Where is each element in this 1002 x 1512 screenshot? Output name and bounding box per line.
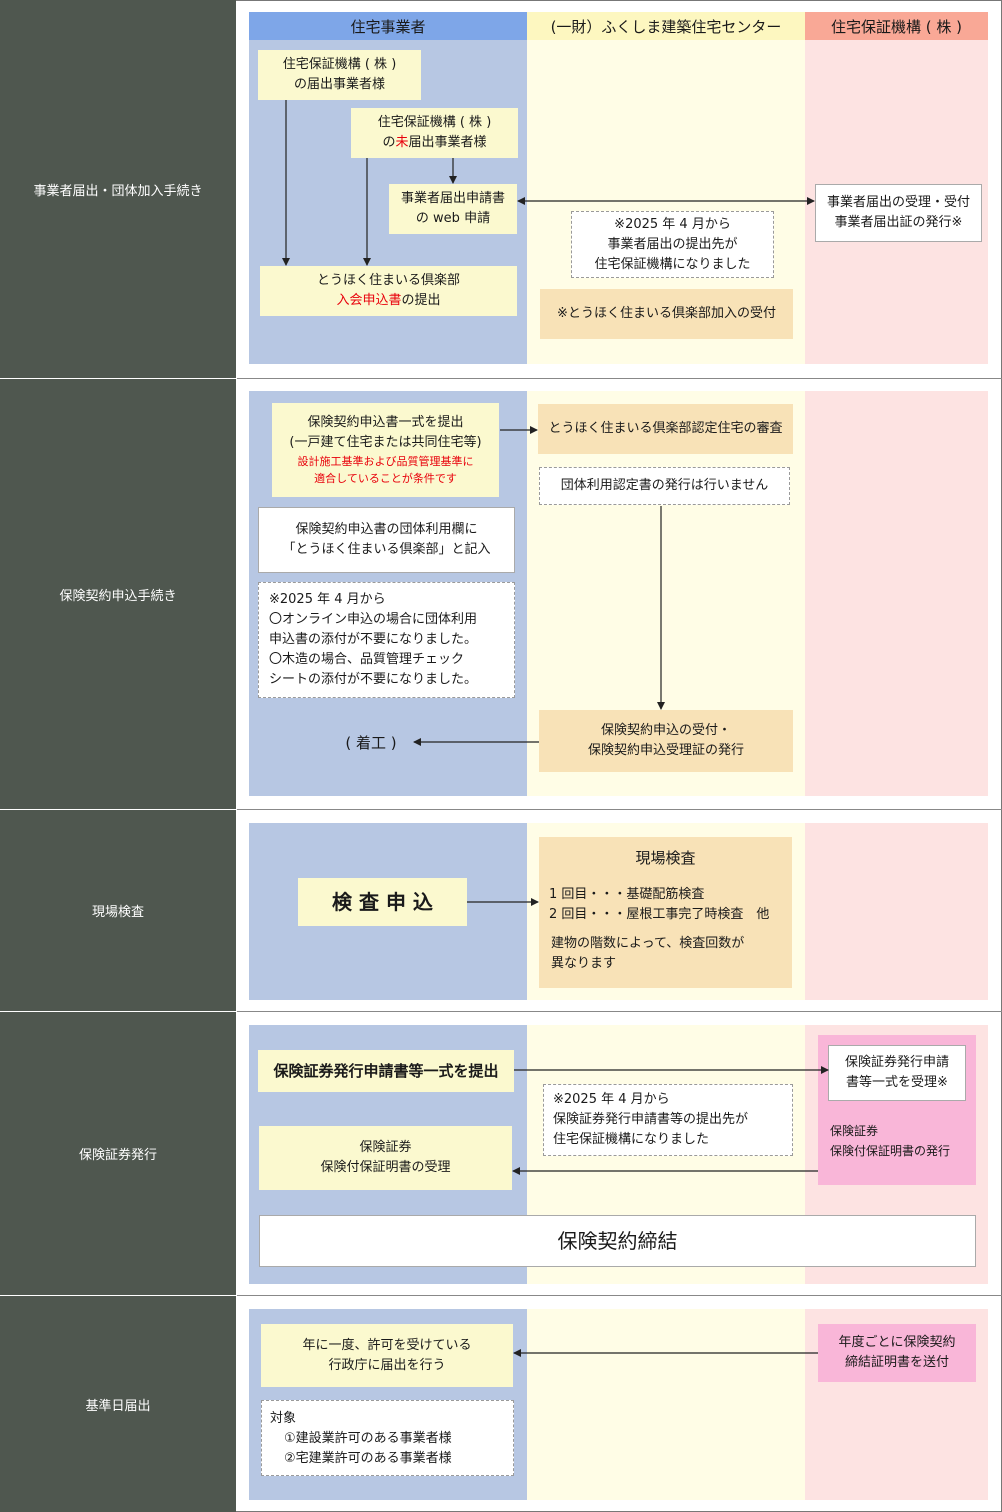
section-divider	[237, 1011, 1002, 1012]
group-use-box: 保険契約申込書の団体利用欄に「とうほく住まいる倶楽部」と記入	[258, 507, 515, 573]
sec4-note-box: ※2025 年 4 月から保険証券発行申請書等の提出先が住宅保証機構になりました	[543, 1084, 793, 1156]
header-center: (一財）ふくしま建築住宅センター	[527, 12, 805, 40]
policy-receive-box: 保険証券保険付保証明書の受理	[259, 1126, 512, 1190]
inspection-request-box: 検 査 申 込	[298, 878, 467, 926]
target-title: 対象	[270, 1411, 297, 1426]
section-divider	[237, 809, 1002, 810]
section-divider	[237, 378, 1002, 379]
contract-conclusion-box: 保険契約締結	[259, 1215, 976, 1267]
target-box: 対象 ①建設業許可のある事業者様 ②宅建業許可のある事業者様	[261, 1400, 514, 1476]
policy-request-accept-box: 保険証券発行申請書等一式を受理※	[828, 1045, 966, 1101]
site-inspection-title: 現場検査	[635, 849, 696, 867]
target-item-2: ②宅建業許可のある事業者様	[284, 1451, 452, 1466]
row-label-site-inspection: 現場検査	[0, 810, 236, 1011]
unregistered-builder-box: 住宅保証機構 ( 株 ) の未届出事業者様	[351, 108, 518, 158]
registration-acceptance-box: 事業者届出の受理・受付事業者届出証の発行※	[815, 184, 982, 242]
policy-issue-panel: 保険証券発行申請書等一式を受理※ 保険証券保険付保証明書の発行	[818, 1035, 976, 1185]
sec2-note-box: ※2025 年 4 月から 〇オンライン申込の場合に団体利用 申込書の添付が不要…	[258, 582, 515, 698]
row-label-annual-report: 基準日届出	[0, 1296, 236, 1512]
row-label-insurance-application: 保険契約申込手続き	[0, 379, 236, 809]
section-divider	[237, 1295, 1002, 1296]
web-application-box: 事業者届出申請書の web 申請	[389, 184, 517, 234]
site-inspection-box: 現場検査 1 回目・・・基礎配筋検査 2 回目・・・屋根工事完了時検査 他 建物…	[539, 837, 792, 988]
application-receipt-box: 保険契約申込の受付・保険契約申込受理証の発行	[539, 710, 793, 772]
annual-report-box: 年に一度、許可を受けている行政庁に届出を行う	[261, 1324, 513, 1387]
sec2-guarantee-col	[805, 391, 988, 796]
row-label-policy-issuance: 保険証券発行	[0, 1012, 236, 1295]
insurance-application-box: 保険契約申込書一式を提出 (一戸建て住宅または共同住宅等) 設計施工基準および品…	[272, 403, 499, 497]
club-review-box: とうほく住まいる倶楽部認定住宅の審査	[538, 404, 793, 454]
inspection-line-4: 異なります	[551, 956, 617, 971]
certificate-send-box: 年度ごとに保険契約締結証明書を送付	[818, 1324, 976, 1382]
inspection-line-1: 1 回目・・・基礎配筋検査	[549, 887, 705, 902]
sec5-center-col	[527, 1309, 805, 1500]
club-acceptance-box: ※とうほく住まいる倶楽部加入の受付	[540, 289, 793, 339]
target-item-1: ①建設業許可のある事業者様	[284, 1431, 452, 1446]
inspection-line-2: 2 回目・・・屋根工事完了時検査 他	[549, 907, 770, 922]
club-application-box: とうほく住まいる倶楽部 入会申込書の提出	[260, 266, 517, 316]
header-builder: 住宅事業者	[249, 12, 527, 40]
construction-start-label: ( 着工 )	[345, 734, 397, 752]
no-certificate-box: 団体利用認定書の発行は行いません	[539, 467, 790, 505]
header-guarantee: 住宅保証機構 ( 株 )	[805, 12, 988, 40]
policy-issue-text: 保険証券保険付保証明書の発行	[830, 1124, 951, 1158]
sec3-guarantee-col	[805, 823, 988, 1000]
policy-request-box: 保険証券発行申請書等一式を提出	[258, 1050, 514, 1092]
inspection-line-3: 建物の階数によって、検査回数が	[551, 936, 745, 951]
sec1-note-box: ※2025 年 4 月から事業者届出の提出先が住宅保証機構になりました	[571, 211, 774, 278]
row-label-registration: 事業者届出・団体加入手続き	[0, 0, 236, 378]
registered-builder-box: 住宅保証機構 ( 株 )の届出事業者様	[258, 50, 421, 100]
